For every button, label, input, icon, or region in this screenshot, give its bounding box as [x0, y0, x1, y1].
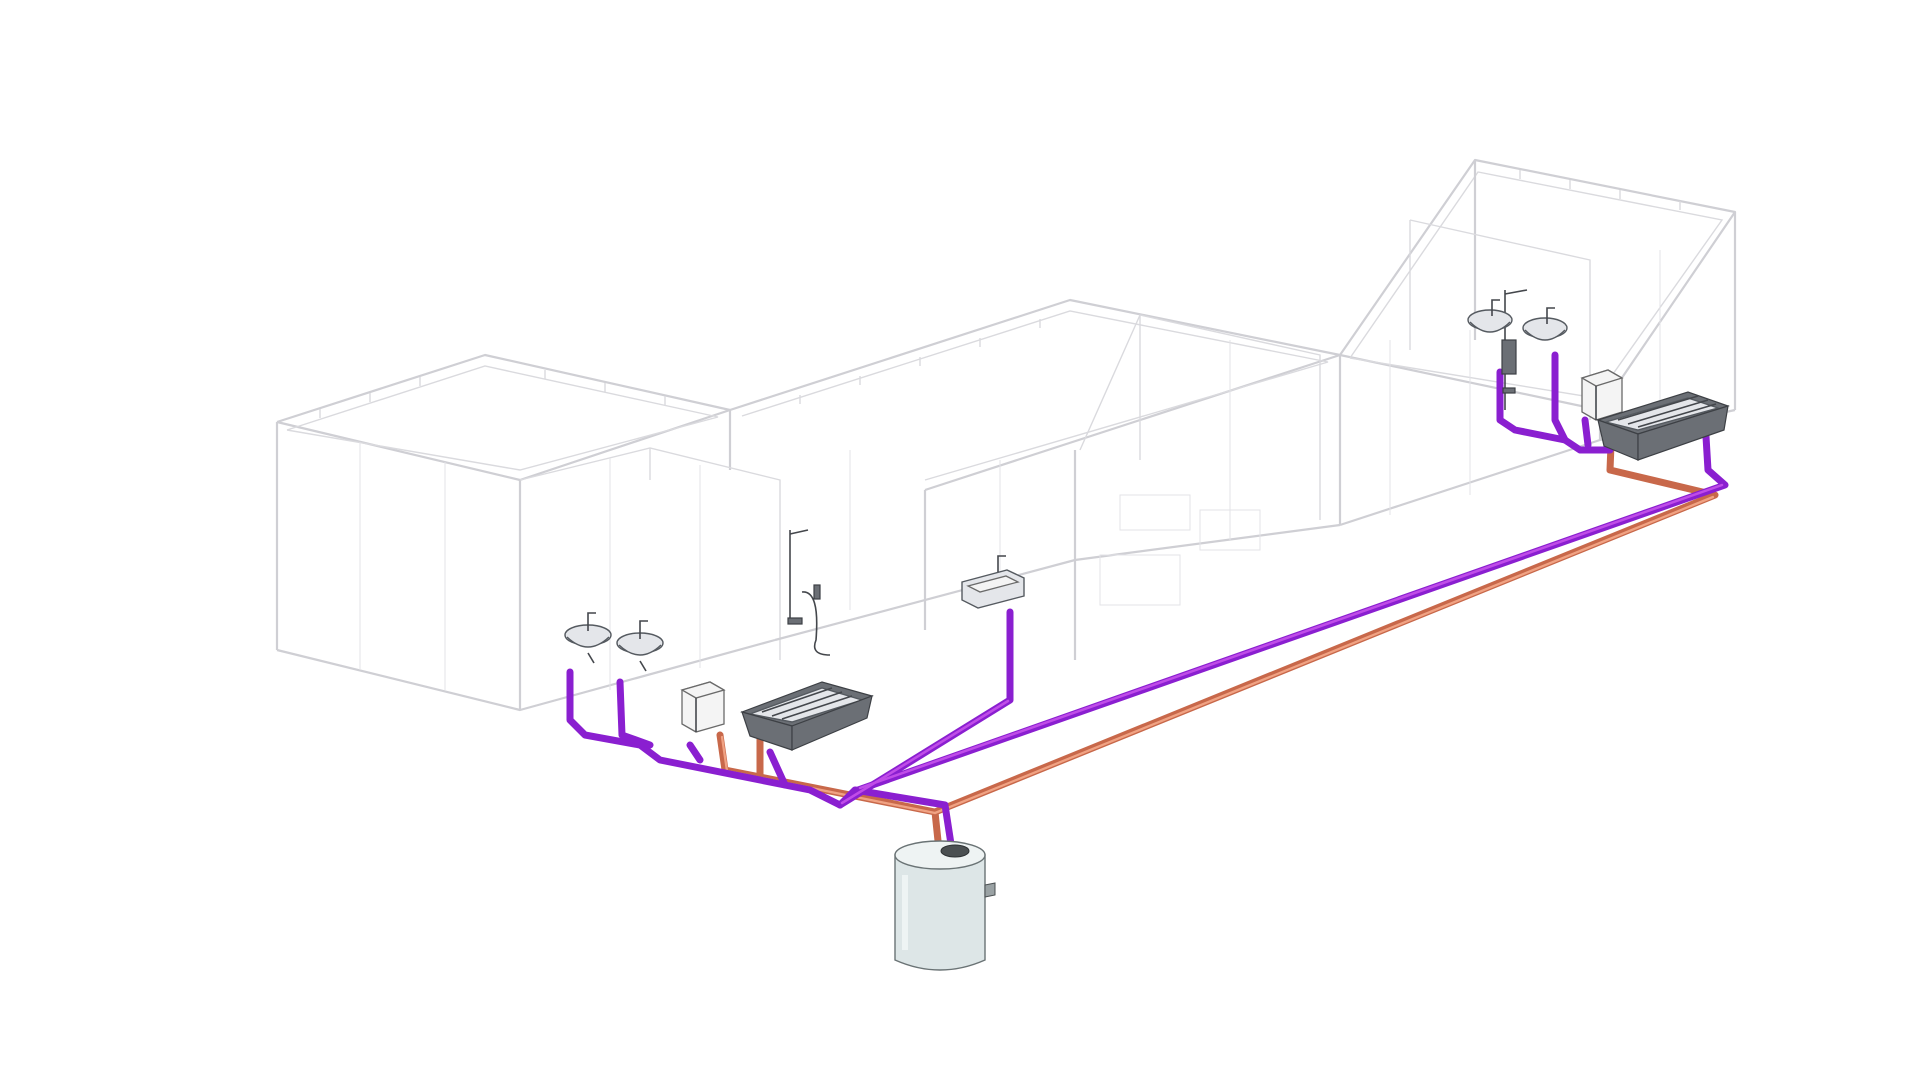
shower-icon: [787, 529, 831, 656]
building-right-block: [1339, 158, 1737, 527]
building-wireframe: [275, 158, 1737, 712]
building-left-block: [275, 353, 781, 712]
pipe-network: [566, 351, 1729, 874]
bathtub-icon: [740, 681, 874, 751]
bathtub-icon: [1596, 391, 1730, 461]
toilet-icon: [680, 681, 726, 733]
fixtures: [564, 289, 1730, 971]
toilet-icon: [1580, 369, 1624, 421]
washbasin-icon: [616, 620, 664, 672]
shower-icon: [1501, 289, 1528, 410]
tank-icon: [894, 840, 996, 971]
drain-pipe-purple: [566, 351, 1729, 874]
building-middle-block: [729, 298, 1342, 660]
washbasin-icon: [1467, 299, 1513, 333]
washbasin-icon: [564, 612, 612, 664]
sink-icon: [961, 555, 1025, 609]
washbasin-icon: [1522, 307, 1568, 341]
